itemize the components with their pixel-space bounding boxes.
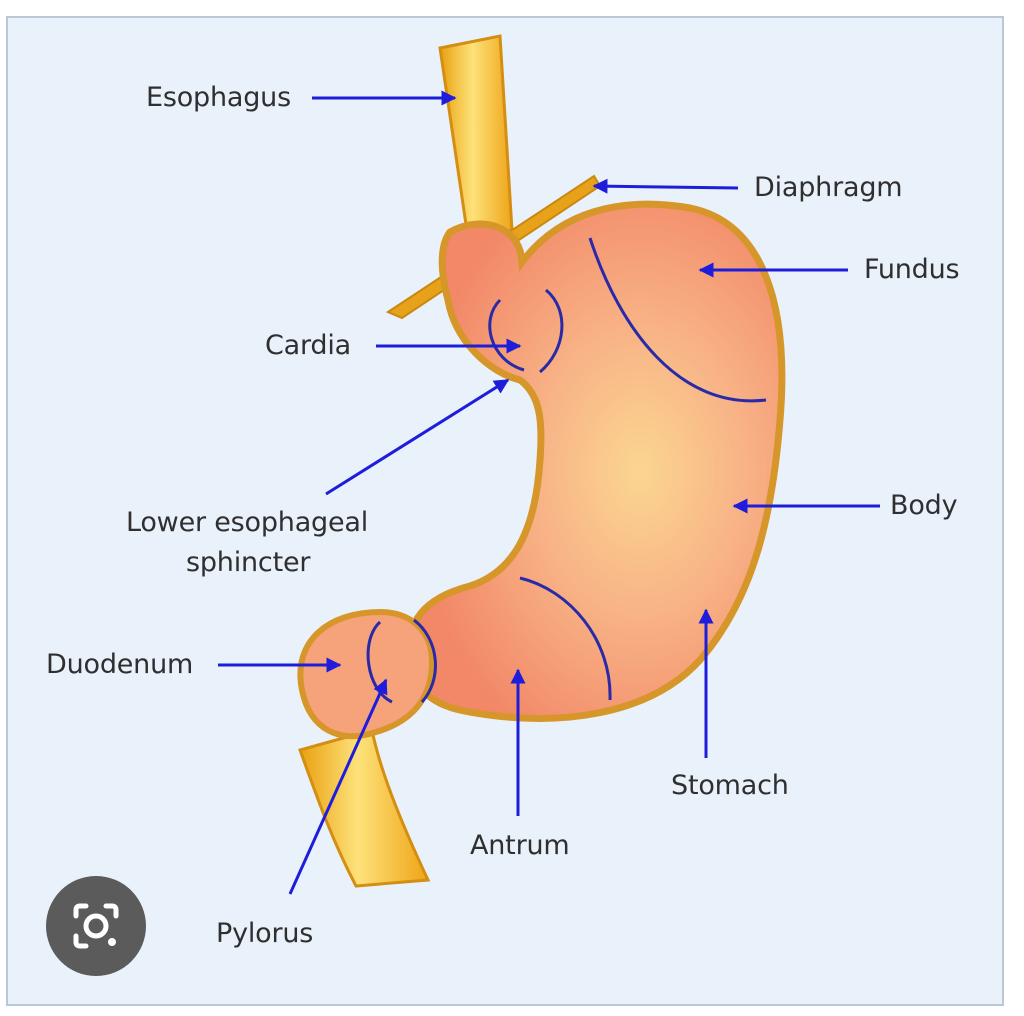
label-esophagus: Esophagus	[146, 82, 291, 113]
label-duodenum: Duodenum	[46, 649, 194, 680]
arrow-les	[325, 378, 510, 496]
duodenum-bulb	[297, 608, 436, 740]
label-diaphragm: Diaphragm	[754, 172, 903, 203]
label-pylorus: Pylorus	[216, 918, 314, 949]
label-cardia: Cardia	[265, 330, 352, 361]
label-body: Body	[890, 490, 958, 521]
stomach-shape	[405, 200, 786, 722]
label-les-line2: sphincter	[186, 547, 311, 578]
label-stomach: Stomach	[671, 770, 789, 801]
esophagus-tube	[438, 34, 514, 240]
lens-search-button[interactable]	[46, 876, 146, 976]
arrow-pylorus	[288, 678, 388, 895]
label-les-line1: Lower esophageal	[126, 507, 369, 538]
arrow-diaphragm	[592, 178, 739, 194]
label-antrum: Antrum	[470, 830, 570, 861]
duodenum-tube	[298, 728, 431, 888]
label-fundus: Fundus	[864, 254, 960, 285]
lens-icon	[73, 903, 119, 949]
